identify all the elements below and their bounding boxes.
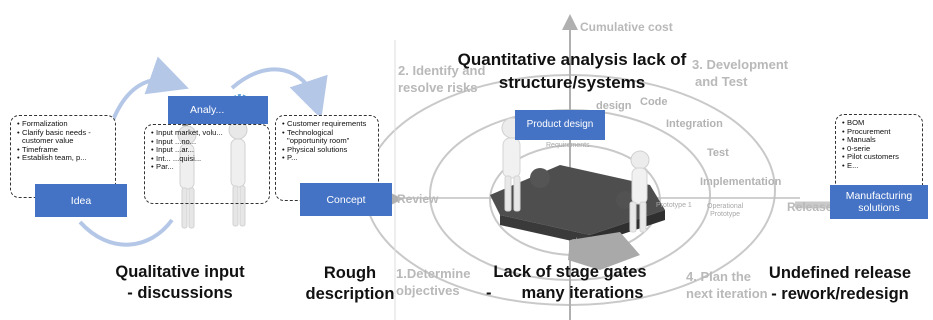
quadrant-plan-next-iteration: 4. Plan the next iteration [686, 268, 768, 302]
caption-stage-gates-line1: Lack of stage gates [493, 263, 647, 281]
release-label: Release [787, 200, 833, 214]
concept-list: Customer requirements Technological "opp… [282, 119, 375, 163]
axis-label-cumulative-cost: Cumulative cost [580, 20, 673, 34]
spiral-test-label: Test [707, 147, 729, 159]
manufacturing-item: BOM [842, 118, 919, 128]
caption-undefined-release: Undefined release - rework/redesign [748, 263, 932, 305]
quadrant-identify-line1: 2. Identify and [398, 63, 486, 78]
caption-rough-line2: description [305, 285, 395, 303]
quadrant-dev-line1: 3. Development [692, 57, 789, 72]
arc-bottom-idea-to-analysis [78, 218, 174, 247]
spiral-integration-label: Integration [666, 118, 723, 130]
spiral-prototype1-label: Prototype 1 [656, 202, 692, 209]
idea-list: Formalization Clarify basic needs - cust… [17, 119, 112, 163]
caption-stage-gates-dash: - [486, 284, 492, 302]
spiral-plan-label: plan [572, 238, 586, 245]
caption-rough-description: Rough description [300, 263, 400, 305]
analysis-box: Analy... [168, 96, 268, 124]
caption-stage-gates-line2: - many iterations [480, 283, 660, 304]
manufacturing-list: BOM Procurement Manuals 0-serie Pilot cu… [842, 118, 919, 171]
analysis-item: Par... [151, 163, 266, 172]
spiral-code-label: Code [640, 96, 668, 108]
concept-item: P... [282, 154, 375, 163]
concept-item: Physical solutions [282, 145, 375, 155]
arc-idea-to-analysis [108, 56, 189, 129]
idea-item: Establish team, p... [17, 154, 112, 163]
spiral-design-label: design [596, 100, 632, 112]
concept-item: Technological "opportunity room" [282, 128, 375, 146]
analysis-item: Input ...no... [151, 137, 266, 147]
spiral-operational-prototype: Operational Prototype [707, 203, 743, 219]
title-line2: structure/systems [498, 73, 646, 92]
arc-analysis-to-concept [230, 67, 328, 119]
analysis-list: Input market, volu... Input ...no... Inp… [151, 128, 266, 172]
caption-lack-of-stage-gates: Lack of stage gates - many iterations [480, 262, 660, 304]
analysis-item: Int... ...quisi... [151, 154, 266, 164]
manufacturing-item: Manuals [842, 136, 919, 145]
manufacturing-details-box: BOM Procurement Manuals 0-serie Pilot cu… [835, 114, 923, 198]
quadrant-plan-line2: next iteration [686, 286, 768, 301]
caption-rough-line1: Rough [323, 264, 377, 282]
manufacturing-item: 0-serie [842, 144, 919, 154]
title-quantitative-analysis: Quantitative analysis lack of structure/… [432, 48, 712, 94]
manufacturing-item: Procurement [842, 127, 919, 137]
spiral-requirements-label: Requirements [546, 142, 590, 149]
idea-item: Formalization [17, 119, 112, 129]
concept-box: Concept [300, 183, 392, 216]
spiral-operational-line2: Prototype [710, 211, 741, 218]
product-design-box: Product design [515, 110, 605, 140]
title-line1: Quantitative analysis lack of [457, 50, 687, 69]
idea-item: Timeframe [17, 145, 112, 155]
caption-qualitative-input: Qualitative input - discussions [92, 262, 268, 304]
quadrant-plan-line1: 4. Plan the [686, 269, 752, 284]
spiral-implementation-label: Implementation [700, 176, 782, 188]
puzzle-scene [490, 117, 665, 270]
caption-undefined-line1: Undefined release [768, 264, 912, 282]
caption-undefined-line2: - rework/redesign [771, 285, 909, 303]
caption-qualitative-line1: Qualitative input [115, 263, 245, 281]
manufacturing-item: E... [842, 161, 919, 171]
analysis-item: Input ...ar... [151, 146, 266, 155]
caption-stage-gates-line2-text: many iterations [521, 284, 644, 302]
quadrant-identify-risks: 2. Identify and resolve risks [398, 62, 485, 96]
quadrant-determine-objectives: 1.Determine objectives [396, 265, 470, 299]
quadrant-determine-line1: 1.Determine [396, 266, 471, 281]
quadrant-development-test: 3. Development and Test [692, 56, 788, 90]
idea-box: Idea [35, 184, 127, 217]
analysis-details-box: Input market, volu... Input ...no... Inp… [144, 124, 270, 204]
quadrant-determine-line2: objectives [396, 283, 460, 298]
caption-qualitative-line2: - discussions [127, 284, 233, 302]
manufacturing-item: Pilot customers [842, 153, 919, 162]
spiral-operational-line1: Operational [707, 203, 744, 210]
concept-item: Customer requirements [282, 119, 375, 129]
quadrant-dev-line2: and Test [695, 74, 748, 89]
quadrant-identify-line2: resolve risks [398, 80, 478, 95]
manufacturing-solutions-box: Manufacturing solutions [830, 185, 928, 219]
idea-item: Clarify basic needs - customer value [17, 128, 112, 146]
analysis-item: Input market, volu... [151, 128, 266, 138]
review-label: Review [397, 192, 439, 206]
